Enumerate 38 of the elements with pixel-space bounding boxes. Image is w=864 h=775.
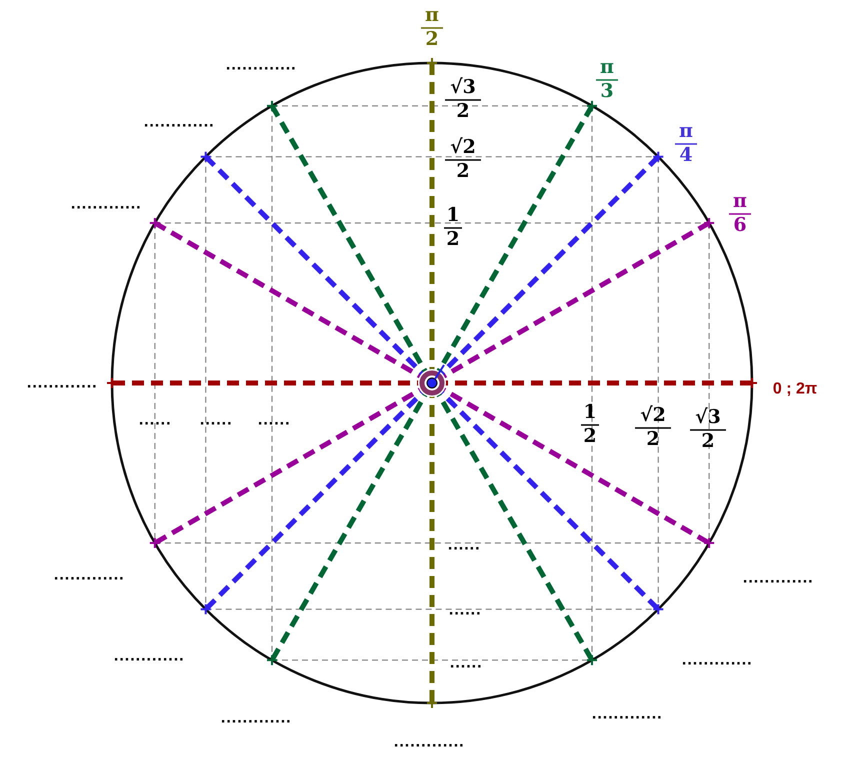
fill-in-line: ............. bbox=[220, 712, 292, 726]
fill-in-line: ...... bbox=[200, 414, 232, 428]
fill-in-line: ............. bbox=[114, 650, 184, 664]
value-label: √2 bbox=[640, 406, 666, 426]
fill-in-line: ...... bbox=[450, 658, 482, 670]
value-label: 1 bbox=[583, 403, 597, 423]
value-label: 2 bbox=[456, 162, 470, 182]
fill-in-line: ...... bbox=[448, 540, 480, 552]
value-label: √2 bbox=[450, 138, 476, 158]
fill-in-line: ............. bbox=[54, 570, 124, 582]
angle-label: π bbox=[679, 122, 693, 142]
angle-label: 3 bbox=[600, 82, 614, 102]
value-label: 2 bbox=[446, 230, 460, 250]
fill-in-line: ............. bbox=[226, 60, 296, 72]
fill-in-line: ...... bbox=[138, 414, 172, 428]
value-label: 2 bbox=[701, 432, 715, 452]
angle-label: 2 bbox=[425, 30, 439, 50]
value-label: 2 bbox=[583, 427, 597, 447]
value-label: 2 bbox=[456, 102, 470, 122]
value-label: √3 bbox=[450, 78, 476, 98]
angle-label: 4 bbox=[679, 146, 693, 166]
fill-in-line: ............. bbox=[70, 198, 142, 212]
angle-label: π bbox=[425, 6, 439, 26]
fill-in-line: ............. bbox=[742, 572, 814, 586]
fill-in-line: ............. bbox=[394, 736, 464, 750]
value-label: √3 bbox=[695, 408, 721, 428]
fill-in-line: ...... bbox=[448, 604, 482, 618]
fill-in-line: ...... bbox=[258, 414, 290, 428]
angle-label: π bbox=[600, 58, 614, 78]
angle-label: 0 ; 2π bbox=[772, 382, 818, 398]
angle-label: π bbox=[733, 192, 747, 212]
fill-in-line: ............. bbox=[682, 654, 752, 668]
angle-label: 6 bbox=[733, 216, 747, 236]
value-label: 1 bbox=[446, 206, 460, 226]
fill-in-line: ............. bbox=[144, 116, 214, 130]
fill-in-line: ............. bbox=[26, 378, 98, 390]
fill-in-line: ............. bbox=[592, 708, 662, 722]
value-label: 2 bbox=[646, 430, 660, 450]
